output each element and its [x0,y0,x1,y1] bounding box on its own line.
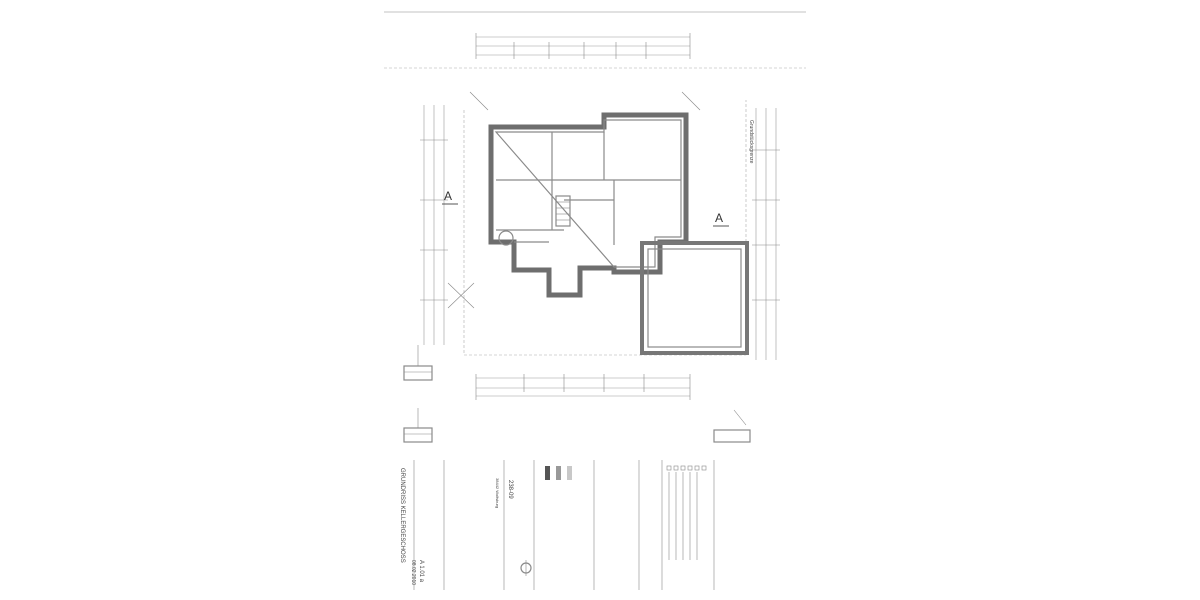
legend-swatch-concrete [545,466,550,480]
floor-plan-drawing: Grundstücksgrenze A A [384,11,806,590]
top-dimension-chains [475,33,691,59]
interior-walls [496,132,681,246]
project-location: 38442 Wolfsburg [495,478,500,508]
detail-sketch-left-1 [403,345,433,381]
basement-inner-wall-line [494,119,682,268]
right-dimension-chains [752,108,780,360]
plan-date: 08.02.2010 [410,560,416,585]
section-mark-left: A [444,189,452,203]
basement-outer-wall [488,112,689,298]
garage-outline [640,241,749,355]
bottom-dimension-chains [475,374,691,400]
drawing-sheet: Grundstücksgrenze A A [384,0,806,600]
detail-sketch-left-2 [403,408,433,443]
corner-hatch-marks [447,91,701,309]
left-dimension-chains [420,105,448,345]
property-line-label: Grundstücksgrenze [748,120,754,164]
detail-sketch-right [713,409,751,443]
garage-inner-line [647,248,742,348]
legend-swatch-masonry [556,466,561,480]
drawing-title: GRUNDRISS KELLERGESCHOSS [399,468,405,563]
legend-swatch-insulation [567,466,572,480]
section-mark-right: A [715,211,723,225]
note-checkbox-list [666,465,707,560]
property-boundary-line [463,100,747,356]
project-number: 238-09 [507,480,513,499]
plan-number: A 1.01 a [418,560,424,583]
tank-symbol [498,230,514,246]
title-block: GRUNDRISS KELLERGESCHOSS A 1.01 a 08.02.… [399,460,715,590]
staircase [555,195,571,227]
